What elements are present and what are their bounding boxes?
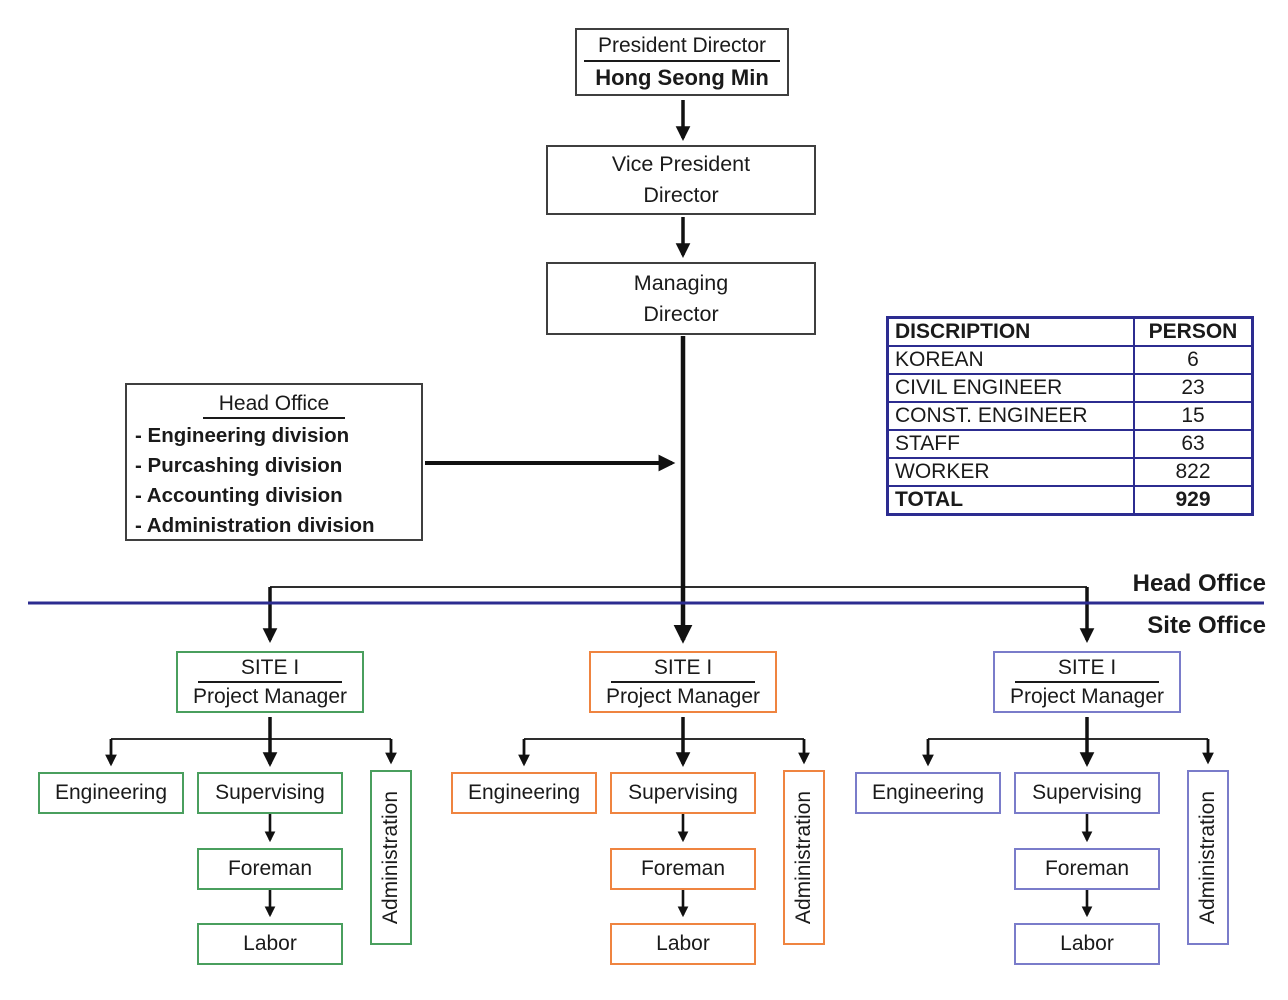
head-office-label: Head Office [1132, 570, 1266, 597]
engineering-box: Engineering [855, 772, 1001, 814]
president-director-box: President Director Hong Seong Min [575, 28, 789, 96]
header-discription: DISCRIPTION [886, 316, 1135, 347]
table-row: STAFF 63 [886, 429, 1254, 459]
vice-president-line1: Vice President [611, 152, 751, 177]
administration-box: Administration [1187, 770, 1229, 945]
site-office-label: Site Office [1147, 612, 1266, 639]
site-box: SITE I Project Manager [589, 651, 777, 713]
head-office-title-text: Head Office [202, 392, 346, 419]
vice-president-line2: Director [643, 183, 719, 207]
site-group-2: SITE I Project Manager Engineering Super… [443, 651, 833, 986]
head-office-box: Head Office - Engineering division - Pur… [125, 383, 423, 541]
supervising-box: Supervising [197, 772, 343, 814]
managing-director-line2: Director [643, 301, 719, 326]
site-group-1: SITE I Project Manager Engineering Super… [30, 651, 420, 986]
table-row: WORKER 822 [886, 457, 1254, 487]
site-manager: Project Manager [605, 684, 761, 708]
table-row: KOREAN 6 [886, 345, 1254, 375]
head-office-title: Head Office [135, 392, 413, 419]
foreman-box: Foreman [610, 848, 756, 890]
labor-box: Labor [610, 923, 756, 965]
division-item: - Accounting division [135, 484, 343, 507]
site-box: SITE I Project Manager [176, 651, 364, 713]
site-box: SITE I Project Manager [993, 651, 1181, 713]
managing-director-box: Managing Director [546, 262, 816, 335]
header-person: PERSON [1133, 316, 1254, 347]
president-title: President Director [584, 34, 780, 62]
engineering-box: Engineering [451, 772, 597, 814]
division-item: - Engineering division [135, 424, 350, 447]
site-group-3: SITE I Project Manager Engineering Super… [847, 651, 1237, 986]
vice-president-box: Vice President Director [546, 145, 816, 215]
table-header-row: DISCRIPTION PERSON [886, 316, 1254, 347]
president-name: Hong Seong Min [595, 64, 769, 90]
staff-table: DISCRIPTION PERSON KOREAN 6 CIVIL ENGINE… [886, 316, 1254, 516]
site-manager: Project Manager [1009, 684, 1165, 708]
table-row: CONST. ENGINEER 15 [886, 401, 1254, 431]
labor-box: Labor [197, 923, 343, 965]
table-row: CIVIL ENGINEER 23 [886, 373, 1254, 403]
administration-label: Administration [792, 790, 815, 925]
foreman-box: Foreman [197, 848, 343, 890]
site-title: SITE I [1015, 656, 1159, 683]
labor-box: Labor [1014, 923, 1160, 965]
managing-director-line1: Managing [633, 270, 729, 295]
site-title: SITE I [198, 656, 342, 683]
administration-label: Administration [1196, 790, 1219, 925]
division-item: - Administration division [135, 514, 375, 537]
engineering-box: Engineering [38, 772, 184, 814]
foreman-box: Foreman [1014, 848, 1160, 890]
administration-box: Administration [783, 770, 825, 945]
site-manager: Project Manager [192, 684, 348, 708]
supervising-box: Supervising [1014, 772, 1160, 814]
table-total-row: TOTAL 929 [886, 485, 1254, 516]
site-title: SITE I [611, 656, 755, 683]
administration-box: Administration [370, 770, 412, 945]
administration-label: Administration [379, 790, 402, 925]
division-item: - Purcashing division [135, 454, 343, 477]
supervising-box: Supervising [610, 772, 756, 814]
